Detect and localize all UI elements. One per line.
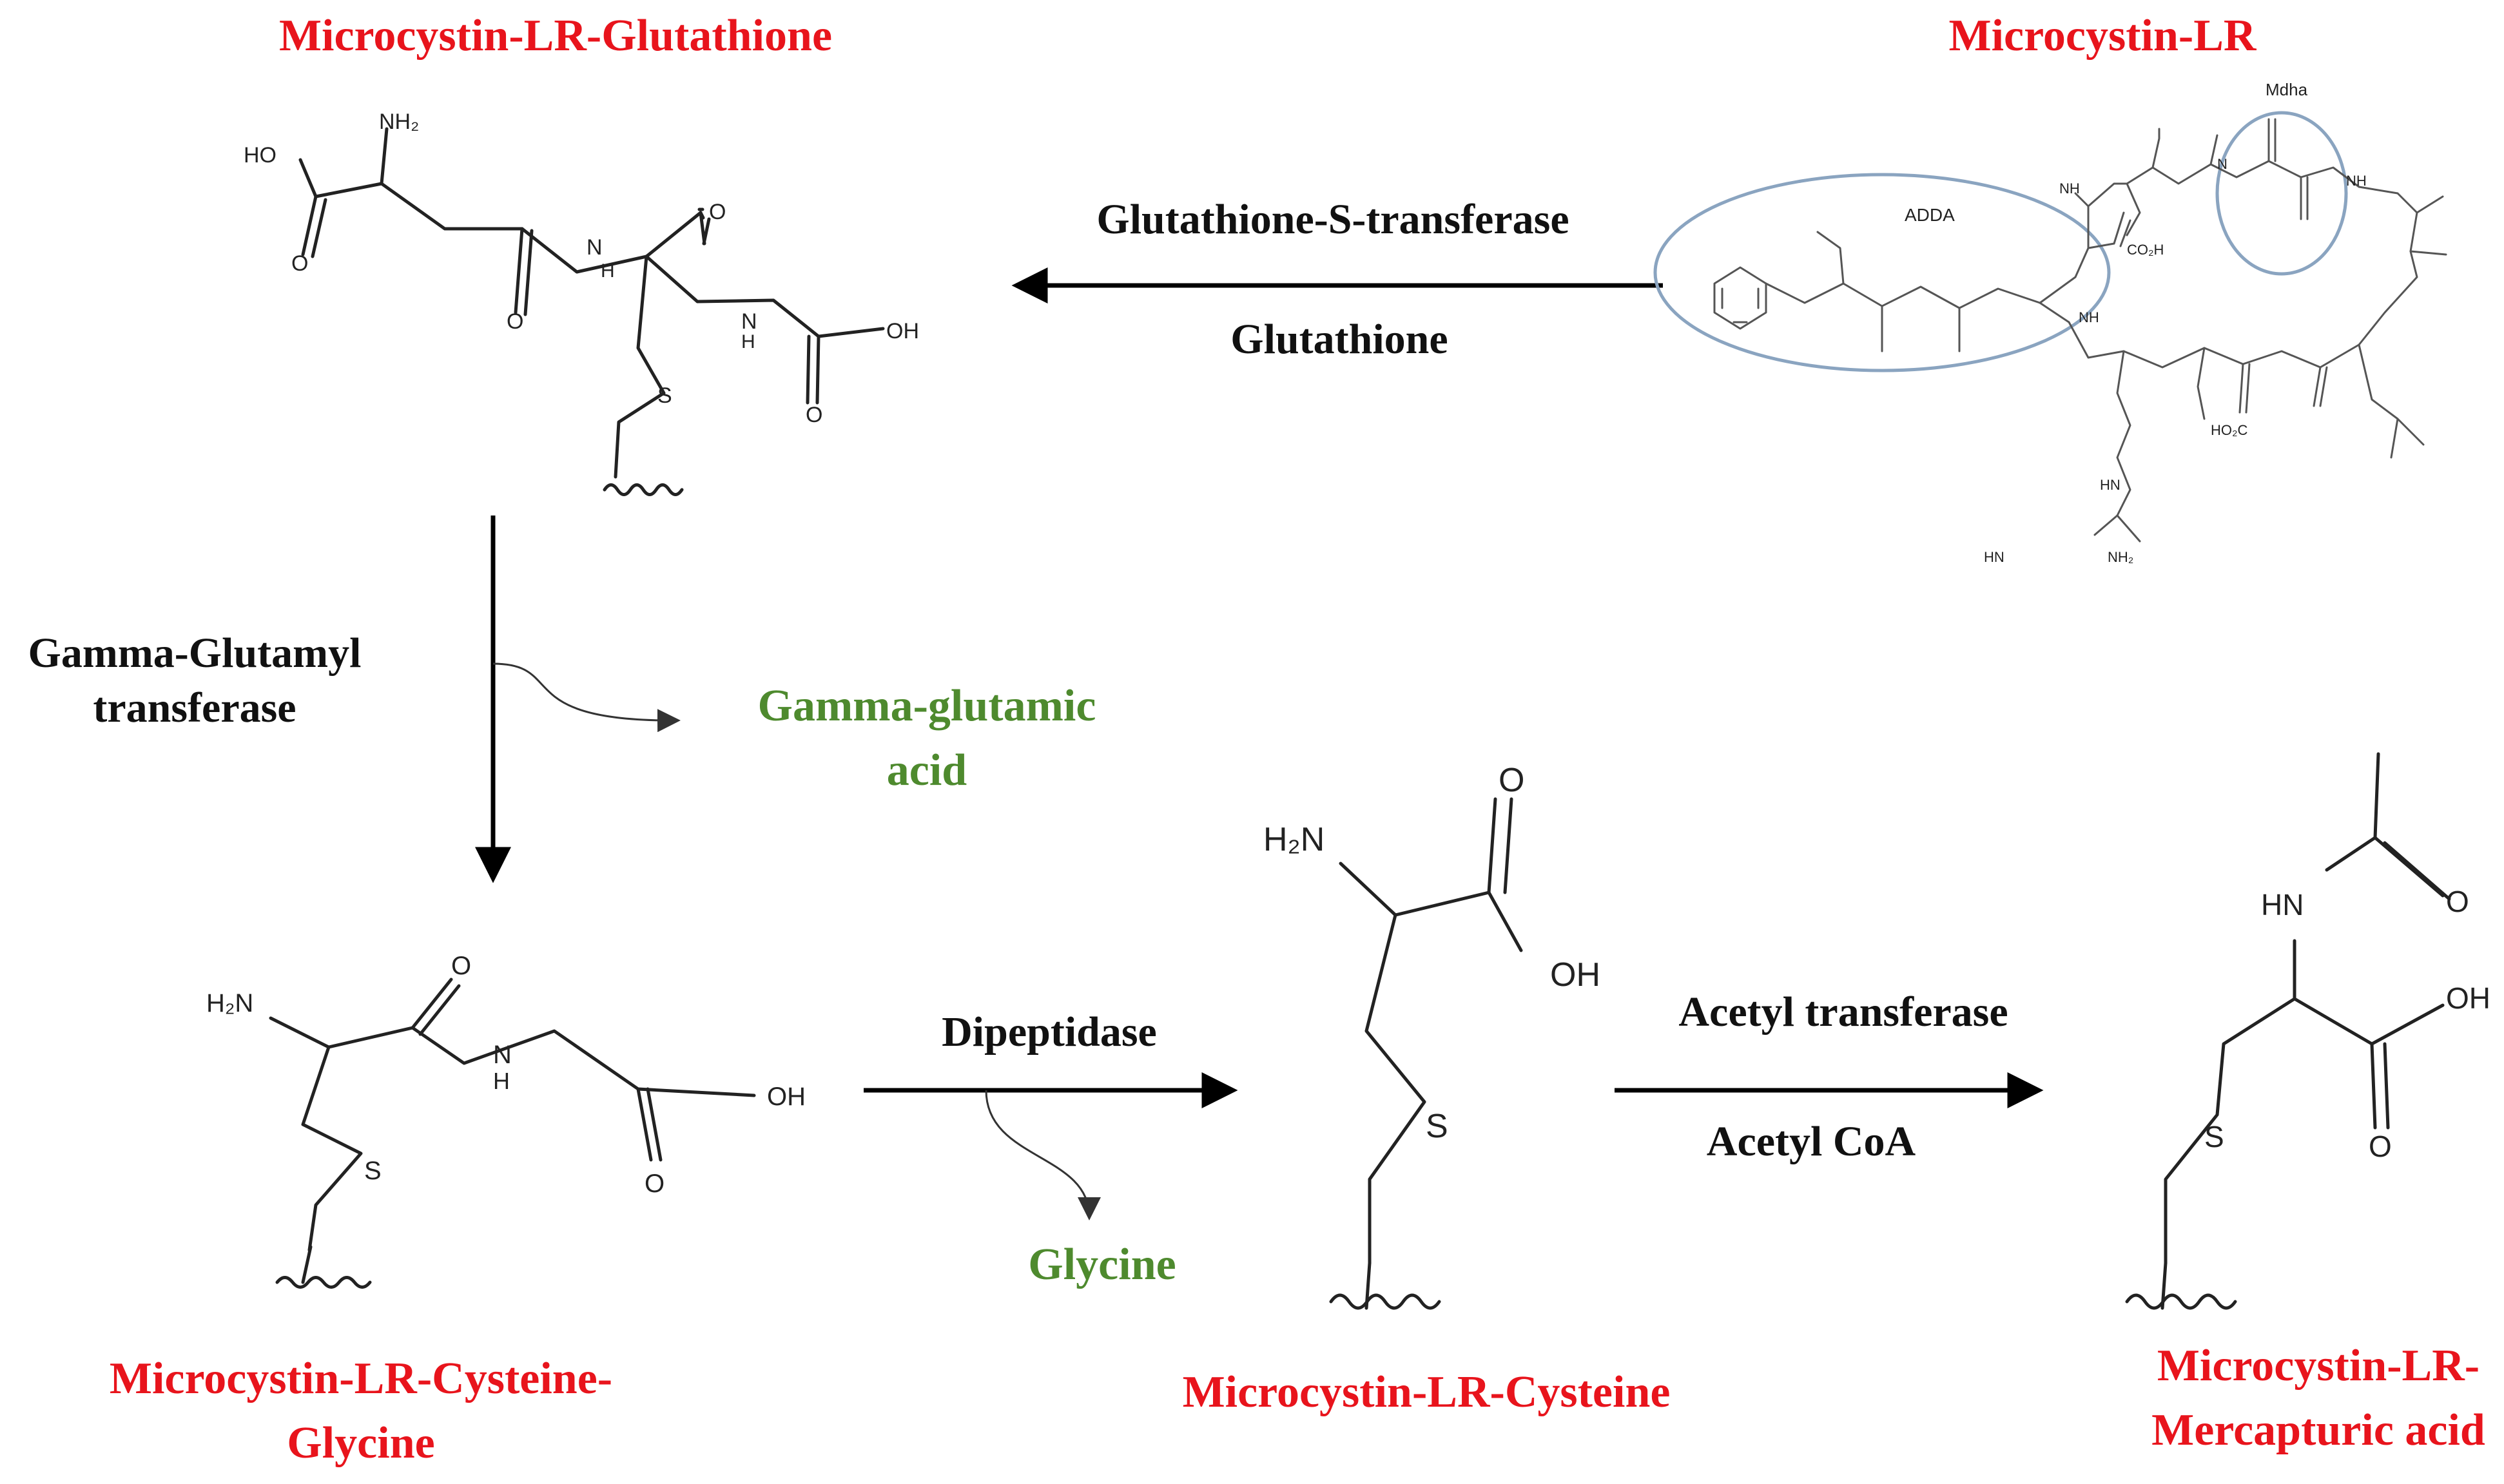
- byproduct-glycine: Glycine: [1028, 1240, 1176, 1289]
- atom-o: O: [451, 952, 471, 980]
- atom-oh: OH: [886, 319, 919, 343]
- structure-mc-lr-mercapturic-acid: HN O OH O S: [2125, 752, 2490, 1310]
- atom-ho: HO: [244, 143, 277, 168]
- structure-microcystin-lr: ADDA Mdha NH CO₂H N NH HO₂C NH NH₂ HN HN: [1653, 80, 2447, 565]
- atom-nh2: NH₂: [379, 110, 419, 134]
- structure-mc-lr-cysteine-glycine: H₂N O N H OH O S: [206, 952, 806, 1289]
- enzyme-glutathione-s-transferase: Glutathione-S-transferase: [1096, 196, 1569, 243]
- atom-h: H: [601, 260, 615, 282]
- atom-n: N: [2217, 156, 2227, 172]
- atom-n: N: [493, 1041, 512, 1069]
- atom-h2n: H₂N: [206, 989, 253, 1017]
- mdha-highlight-ring: [2215, 111, 2348, 276]
- atom-h: H: [493, 1068, 510, 1094]
- label-adda: ADDA: [1905, 205, 1955, 225]
- label-microcystin-lr: Microcystin-LR: [1949, 11, 2257, 61]
- side-arrow-gamma-glutamic: [492, 662, 681, 733]
- byproduct-gamma-glutamic-line1: Gamma-glutamic: [758, 681, 1096, 731]
- enzyme-dipeptidase: Dipeptidase: [942, 1008, 1157, 1055]
- atom-o: O: [291, 251, 308, 276]
- cofactor-acetyl-coa: Acetyl CoA: [1707, 1118, 1916, 1165]
- atom-ho2c: HO₂C: [2211, 422, 2248, 438]
- label-cysteine-glycine-line1: Microcystin-LR-Cysteine-: [110, 1354, 612, 1403]
- atom-nh: NH: [2059, 180, 2080, 197]
- label-mercapturic-line2: Mercapturic acid: [2151, 1405, 2485, 1455]
- atom-nh: NH: [2079, 309, 2099, 325]
- label-mdha: Mdha: [2266, 80, 2308, 99]
- label-microcystin-lr-cysteine: Microcystin-LR-Cysteine: [1183, 1367, 1671, 1417]
- label-cysteine-glycine-line2: Glycine: [287, 1418, 434, 1468]
- structure-mc-lr-glutathione: NH₂ HO O O N H O N H OH O S: [244, 110, 919, 496]
- structure-mc-lr-cysteine: H₂N O OH S: [1263, 762, 1600, 1310]
- atom-hn: HN: [1984, 549, 2004, 565]
- atom-hn: HN: [2261, 888, 2304, 921]
- side-arrow-glycine: [985, 1090, 1101, 1220]
- atom-nh: NH: [2346, 173, 2367, 189]
- atom-oh: OH: [2446, 981, 2490, 1015]
- atom-h: H: [741, 331, 755, 352]
- cofactor-glutathione: Glutathione: [1230, 316, 1448, 363]
- byproduct-gamma-glutamic-line2: acid: [887, 746, 967, 795]
- atom-oh: OH: [1550, 956, 1600, 994]
- atom-h2n: H₂N: [1263, 821, 1325, 858]
- atom-o: O: [1499, 762, 1524, 799]
- enzyme-gamma-glutamyl-line1: Gamma-Glutamyl: [28, 630, 362, 677]
- enzyme-gamma-glutamyl-line2: transferase: [93, 684, 296, 731]
- label-mercapturic-line1: Microcystin-LR-: [2157, 1341, 2480, 1391]
- atom-s: S: [364, 1157, 382, 1185]
- enzyme-acetyl-transferase: Acetyl transferase: [1678, 988, 2008, 1036]
- atom-o: O: [2446, 885, 2469, 918]
- atom-oh: OH: [767, 1083, 806, 1111]
- atom-o: O: [507, 309, 523, 334]
- atom-s: S: [2204, 1120, 2224, 1153]
- adda-highlight-ring: [1653, 173, 2111, 372]
- atom-nh2: NH₂: [2108, 549, 2133, 565]
- label-microcystin-lr-glutathione: Microcystin-LR-Glutathione: [279, 11, 832, 61]
- atom-o: O: [709, 200, 726, 224]
- atom-o: O: [645, 1170, 665, 1198]
- atom-s: S: [657, 383, 672, 408]
- atom-co2h: CO₂H: [2127, 242, 2164, 258]
- atom-n: N: [587, 235, 603, 260]
- atom-n: N: [741, 309, 757, 334]
- atom-o: O: [2369, 1130, 2392, 1163]
- atom-hn: HN: [2100, 477, 2121, 493]
- atom-o: O: [806, 403, 822, 427]
- atom-s: S: [1426, 1108, 1448, 1145]
